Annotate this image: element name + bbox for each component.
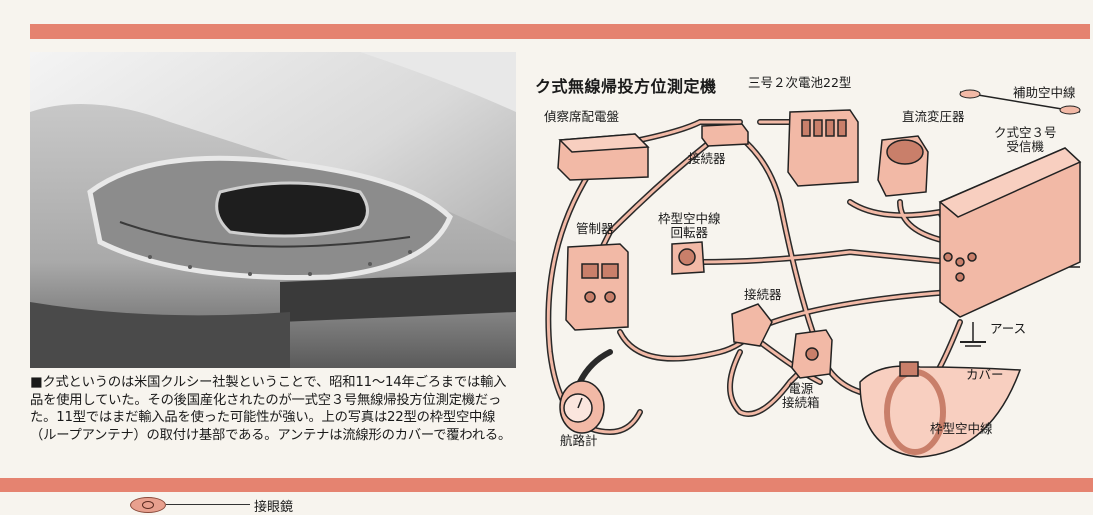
label-controller: 管制器 (576, 222, 614, 236)
label-power-box: 電源 接続箱 (782, 382, 820, 410)
label-loop-antenna: 枠型空中線 (930, 422, 993, 436)
label-dc-transformer: 直流変圧器 (902, 110, 965, 124)
leader-line (166, 504, 250, 505)
label-course-meter: 航路計 (560, 434, 598, 448)
label-junction-top: 接続器 (688, 152, 726, 166)
label-junction-mid: 接続器 (744, 288, 782, 302)
loop-antenna-mount-photo (30, 52, 516, 368)
label-receiver: ク式空３号 受信機 (994, 126, 1057, 154)
eyepiece-label: 接眼鏡 (254, 496, 293, 515)
top-decorative-band (30, 24, 1090, 39)
label-aux-antenna: 補助空中線 (1013, 86, 1076, 100)
photo-image (30, 52, 516, 368)
label-ground: アース (990, 322, 1026, 336)
label-battery: 三号２次電池22型 (748, 76, 851, 90)
label-cover: カバー (966, 368, 1004, 382)
diagram-title: ク式無線帰投方位測定機 (535, 80, 717, 94)
label-observer-panel: 偵察席配電盤 (544, 110, 619, 124)
label-loop-rotator: 枠型空中線 回転器 (658, 212, 721, 240)
bottom-decorative-band (0, 478, 1093, 492)
photo-caption: ■ク式というのは米国クルシー社製ということで、昭和11～14年ごろまでは輸入品を… (30, 374, 516, 444)
eyepiece-icon (130, 497, 166, 513)
direction-finder-diagram: ク式無線帰投方位測定機 三号２次電池22型 補助空中線 直流変圧器 ク式空３号 … (520, 52, 1090, 472)
